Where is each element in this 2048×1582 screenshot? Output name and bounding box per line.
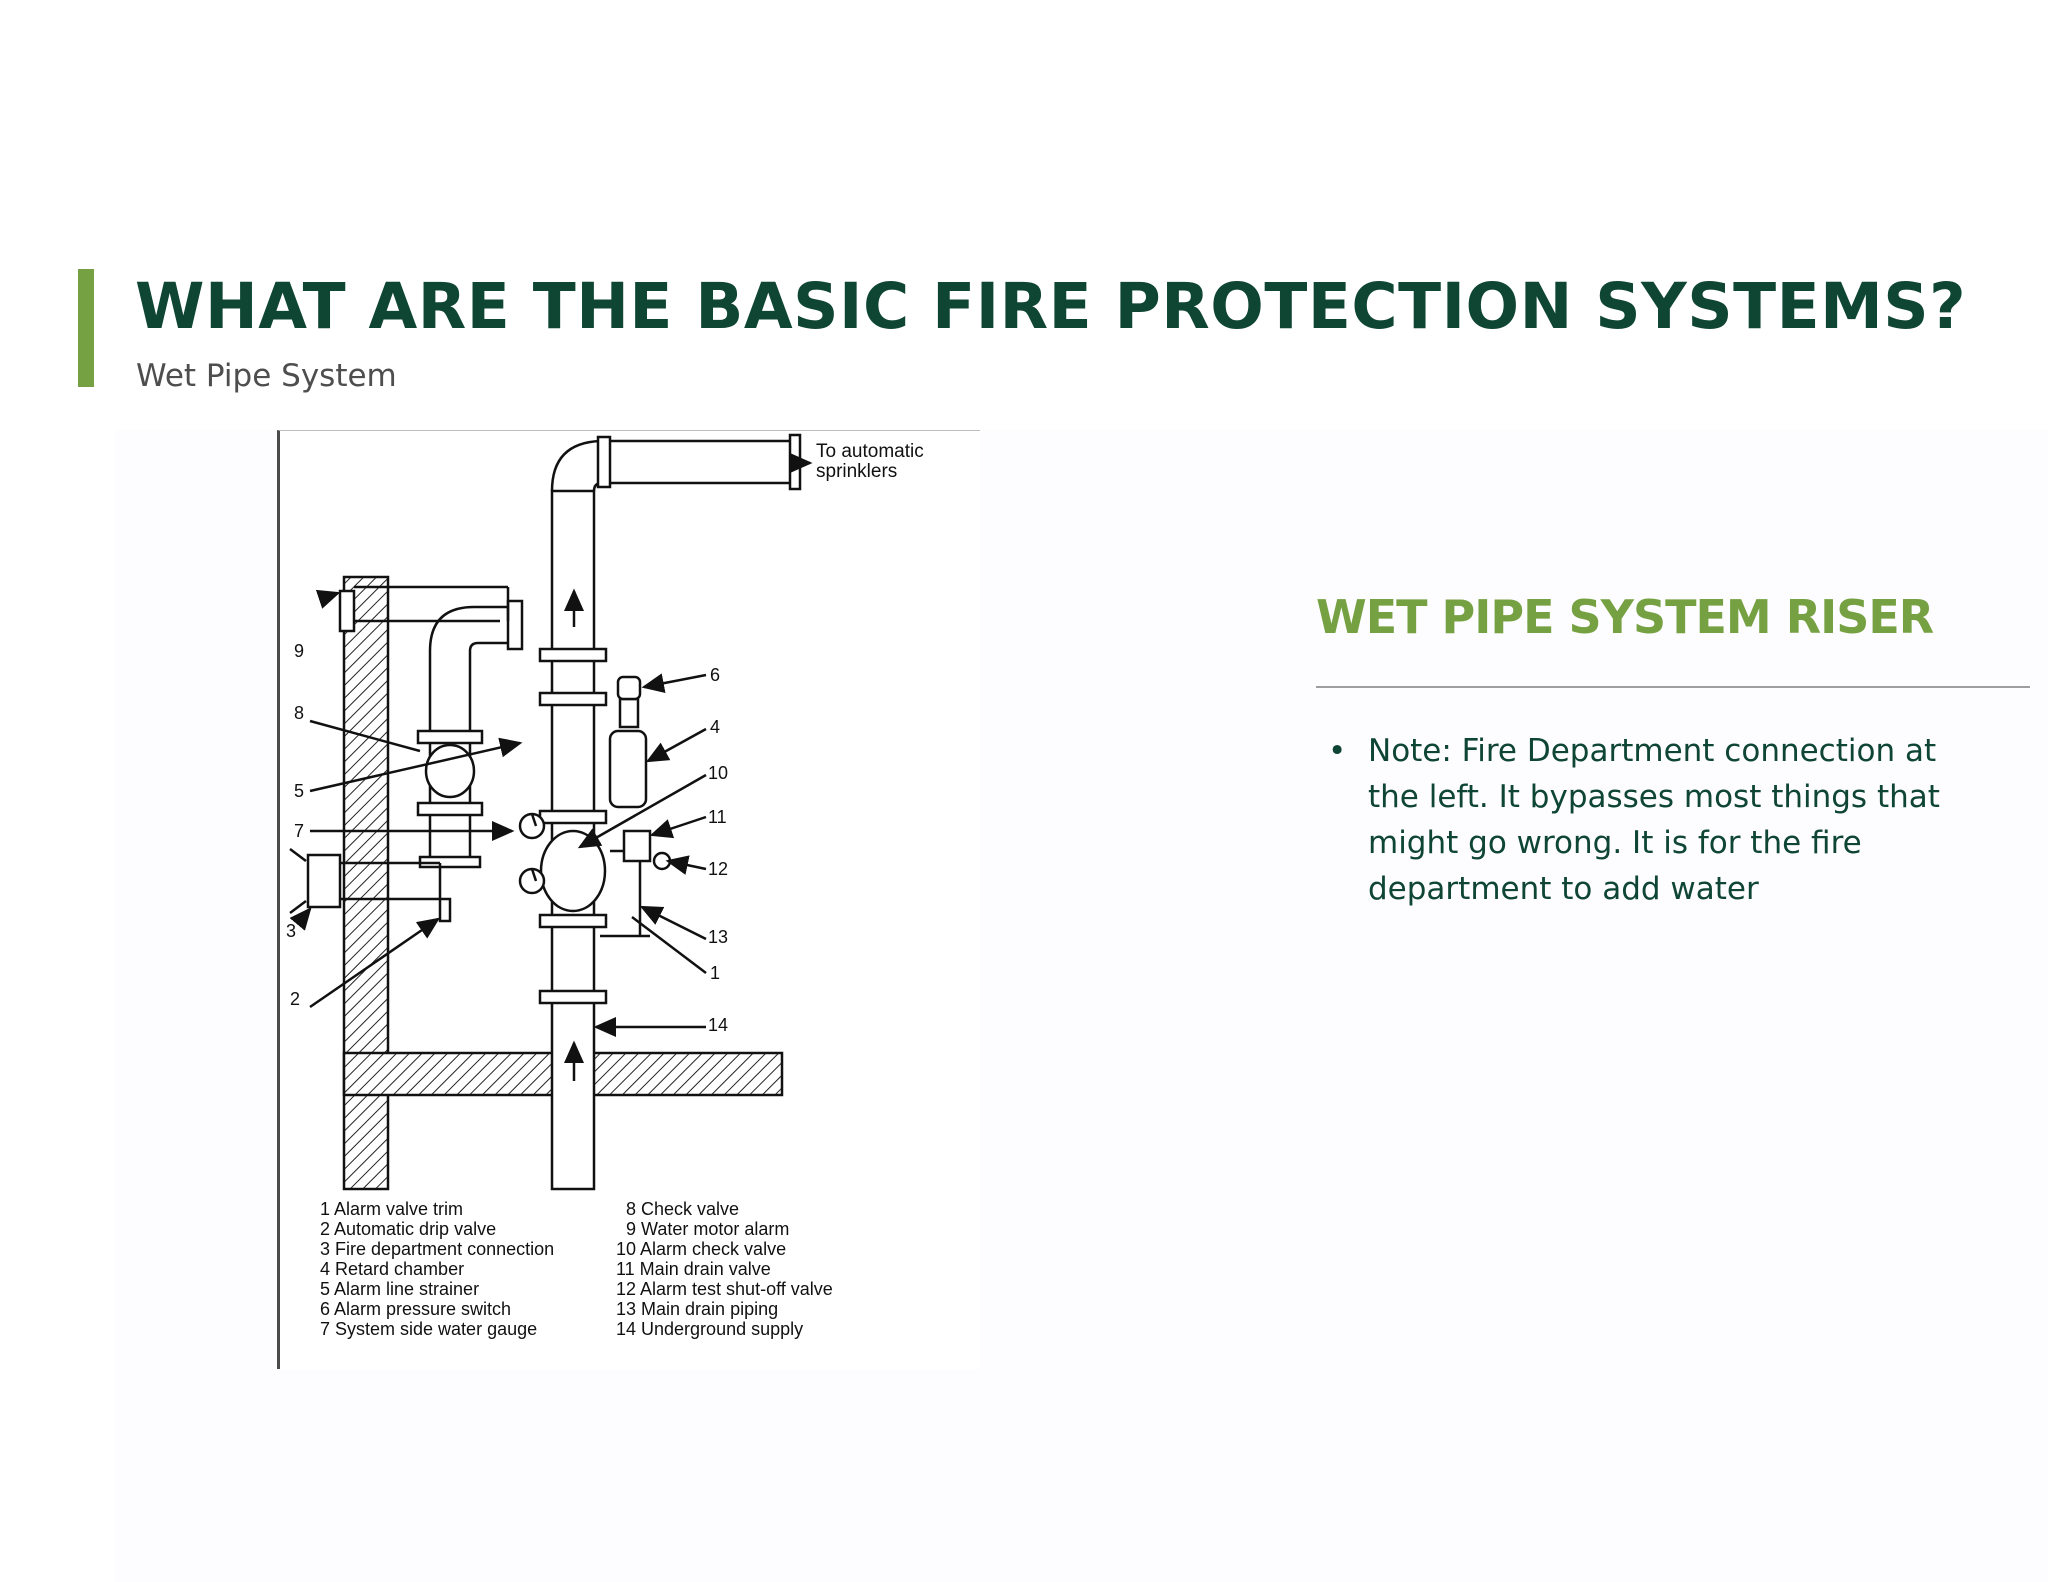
callout-7: 7: [294, 821, 304, 841]
slide-title: WHAT ARE THE BASIC FIRE PROTECTION SYSTE…: [135, 270, 1967, 343]
callout-14: 14: [708, 1015, 728, 1035]
wet-pipe-riser-diagram: To automatic sprinklers 9 8 5 7 3 2 6 4 …: [277, 430, 980, 1369]
legend-item: 13 Main drain piping: [616, 1299, 778, 1319]
water-motor-alarm: [338, 589, 356, 633]
callout-2: 2: [290, 989, 300, 1009]
slide-subtitle: Wet Pipe System: [136, 358, 397, 394]
note-text: Note: Fire Department connection at the …: [1368, 733, 1940, 907]
heading-divider: [1316, 686, 2030, 688]
legend-item: 10 Alarm check valve: [616, 1239, 786, 1259]
legend-item: 4 Retard chamber: [320, 1259, 464, 1279]
water-motor-alarm-line: [344, 585, 510, 623]
automatic-drip-valve: [438, 897, 452, 923]
callout-3: 3: [286, 921, 296, 941]
callout-9: 9: [294, 641, 304, 661]
legend-item: 3 Fire department connection: [320, 1239, 554, 1259]
outlet-label-line-2: sprinklers: [816, 461, 897, 482]
main-drain-piping: [600, 849, 650, 938]
wall: [342, 575, 390, 1191]
callout-5: 5: [294, 781, 304, 801]
riser-flange: [538, 647, 608, 663]
callout-11: 11: [708, 807, 727, 827]
legend-item: 12 Alarm test shut-off valve: [616, 1279, 833, 1299]
note-item: • Note: Fire Department connection at th…: [1316, 728, 1976, 912]
callout-4: 4: [710, 717, 720, 737]
legend-item: 14 Underground supply: [616, 1319, 803, 1339]
main-drain-valve: [622, 829, 652, 863]
outlet-flange: [596, 435, 612, 489]
legend-item: 2 Automatic drip valve: [320, 1219, 496, 1239]
legend-item: 1 Alarm valve trim: [320, 1199, 463, 1219]
riser-drawing: To automatic sprinklers 9 8 5 7 3 2 6 4 …: [286, 433, 924, 1339]
callout-6: 6: [710, 665, 720, 685]
note-list: • Note: Fire Department connection at th…: [1316, 728, 1976, 912]
legend-item: 5 Alarm line strainer: [320, 1279, 479, 1299]
check-valve: [424, 743, 476, 799]
alarm-test-valve: [652, 851, 672, 871]
fire-department-connection: [306, 853, 342, 909]
bullet-icon: •: [1328, 733, 1347, 769]
callout-12: 12: [708, 859, 728, 879]
sprinkler-outlet-pipe: [550, 439, 795, 492]
retard-chamber: [608, 729, 648, 809]
callout-10: 10: [708, 763, 728, 783]
alarm-pressure-switch: [616, 675, 642, 701]
callout-13: 13: [708, 927, 728, 947]
title-accent-bar: [78, 269, 94, 387]
legend-item: 8 Check valve: [626, 1199, 739, 1219]
alarm-check-valve: [539, 829, 607, 913]
callout-8: 8: [294, 703, 304, 723]
legend-item: 6 Alarm pressure switch: [320, 1299, 511, 1319]
callout-1: 1: [710, 963, 720, 983]
legend-item: 7 System side water gauge: [320, 1319, 537, 1339]
legend-item: 11 Main drain valve: [616, 1259, 771, 1279]
outlet-label-line-1: To automatic: [816, 441, 924, 462]
legend-item: 9 Water motor alarm: [626, 1219, 789, 1239]
riser-heading: WET PIPE SYSTEM RISER: [1316, 590, 1934, 644]
